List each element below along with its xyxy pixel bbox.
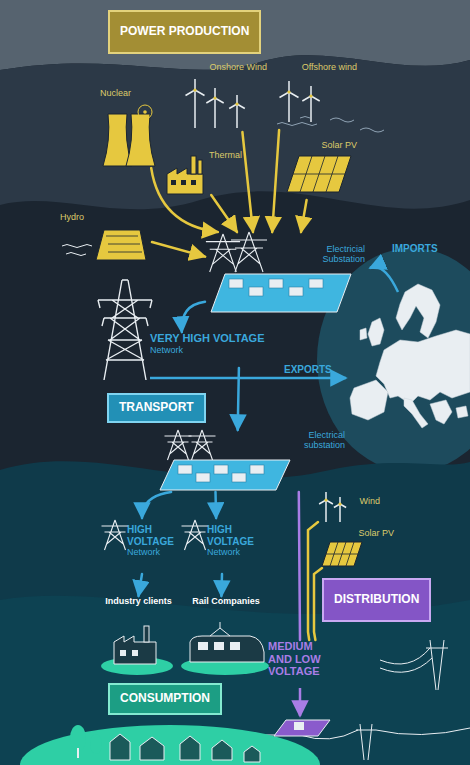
- section-box: DISTRIBUTION: [322, 578, 431, 622]
- flow-arrow: [220, 574, 223, 596]
- flow-arrow: [301, 200, 307, 232]
- node-label: HIGH VOLTAGE: [207, 524, 259, 547]
- node-label: Hydro: [60, 212, 152, 222]
- node-label: Onshore Wind: [185, 62, 267, 72]
- labelled-icon: Solar PV: [322, 528, 394, 568]
- factory-icon: [100, 596, 175, 674]
- section-title: CONSUMPTION: [120, 692, 210, 706]
- node-label: Network: [150, 345, 277, 355]
- labelled-icon: Solar PV: [285, 140, 357, 200]
- labelled-icon: Nuclear: [100, 88, 164, 168]
- node-label: Industry clients: [100, 596, 177, 606]
- flow-arrow: [182, 302, 205, 332]
- node-label: HIGH VOLTAGE: [127, 524, 179, 547]
- labelled-icon: Hydro: [60, 212, 152, 262]
- train-icon: [180, 596, 270, 674]
- section-box: POWER PRODUCTION: [108, 10, 261, 54]
- node-label: Rail Companies: [180, 596, 272, 606]
- node-label: MEDIUM AND LOW VOLTAGE: [268, 640, 336, 678]
- node-label: Nuclear: [100, 88, 164, 98]
- flow-arrow: [238, 368, 239, 430]
- node-label: Network: [127, 547, 179, 557]
- flow-arrow: [272, 130, 279, 232]
- section-title: POWER PRODUCTION: [120, 25, 249, 39]
- flow-arrow: [314, 568, 322, 640]
- labelled-icon: VERY HIGH VOLTAGENetwork: [150, 332, 277, 368]
- section-box: CONSUMPTION: [108, 683, 222, 715]
- offshore-icon: [275, 62, 355, 130]
- flow-arrow: [151, 168, 218, 232]
- labelled-icon: MEDIUM AND LOW VOLTAGE: [268, 640, 336, 684]
- node-label: VERY HIGH VOLTAGE: [150, 332, 277, 345]
- labelled-icon: Industry clients: [100, 596, 177, 674]
- labelled-icon: Wind: [318, 488, 380, 522]
- labelled-icon: Thermal: [165, 150, 242, 195]
- section-title: TRANSPORT: [119, 401, 194, 415]
- node-label: Network: [207, 547, 259, 557]
- labelled-icon: HIGH VOLTAGENetwork: [105, 518, 179, 574]
- flow-arrow: [139, 574, 143, 596]
- node-label: Solar PV: [322, 528, 394, 538]
- flow-arrow: [299, 492, 300, 640]
- labelled-icon: Electrical substation: [160, 430, 345, 492]
- labelled-icon: Onshore Wind: [185, 62, 267, 132]
- section-title: DISTRIBUTION: [334, 593, 419, 607]
- flow-arrow: [214, 492, 217, 518]
- labelled-icon: Rail Companies: [180, 596, 272, 674]
- node-label: Electrical substation: [285, 430, 345, 451]
- labelled-icon: Offshore wind: [275, 62, 357, 130]
- flow-arrow: [142, 492, 171, 518]
- flow-label: IMPORTS: [392, 243, 438, 254]
- node-label: Electricial Substation: [303, 244, 365, 265]
- node-label: Solar PV: [285, 140, 357, 150]
- flow-label: EXPORTS: [284, 364, 332, 375]
- node-label: Thermal: [165, 150, 242, 160]
- flow-arrow: [152, 242, 205, 257]
- node-label: Offshore wind: [275, 62, 357, 72]
- flow-arrow: [242, 132, 253, 232]
- nuclear-icon: [100, 88, 162, 168]
- onshore-icon: [185, 62, 265, 132]
- section-box: TRANSPORT: [107, 393, 206, 423]
- node-label: Wind: [318, 496, 380, 506]
- flow-arrow: [211, 195, 237, 232]
- labelled-icon: HIGH VOLTAGENetwork: [185, 518, 259, 574]
- labelled-icon: Electricial Substation: [205, 232, 365, 314]
